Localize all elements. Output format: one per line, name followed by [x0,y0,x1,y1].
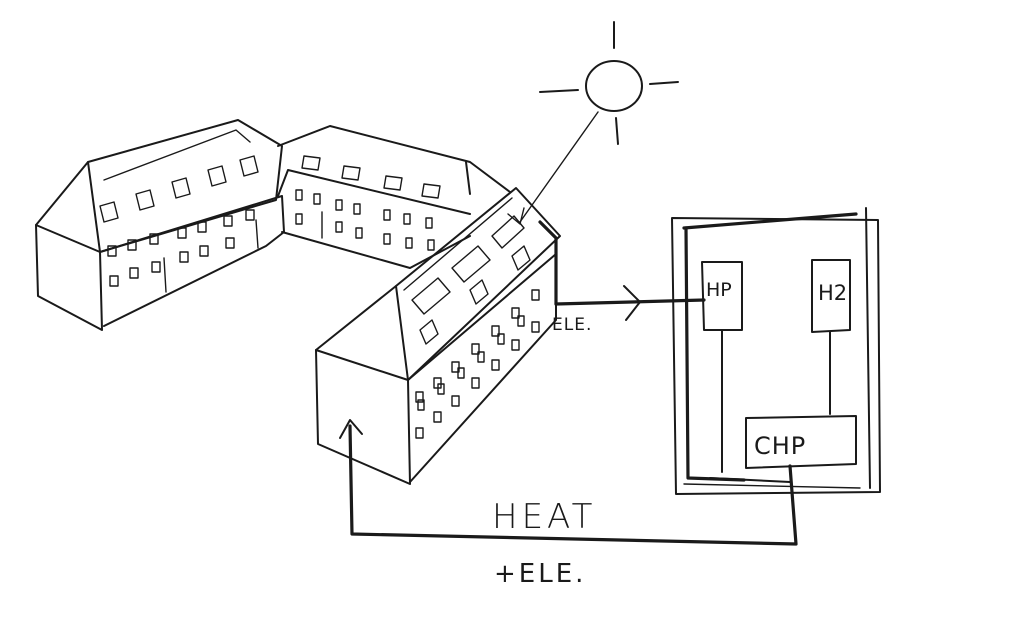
building-front-wing [315,187,561,485]
ele-label: ELE. [552,315,592,335]
energy-hub-box [671,207,881,495]
hydrogen-label: H2 [818,281,847,305]
building-left-wing [35,119,285,331]
sun-ray-line [519,111,599,223]
heat-pump-label: HP [706,279,732,301]
sun [507,21,679,225]
chp-box [745,415,857,469]
heat-label: HEAT [492,497,596,537]
heat-pump-box [701,261,743,473]
electricity-arrow [554,285,706,321]
building-middle-wing [277,125,511,269]
hydrogen-box [811,259,851,415]
heat-return-arrow [339,419,798,546]
heat-ele-label: +ELE. [494,559,586,589]
chp-label: CHP [754,432,806,460]
